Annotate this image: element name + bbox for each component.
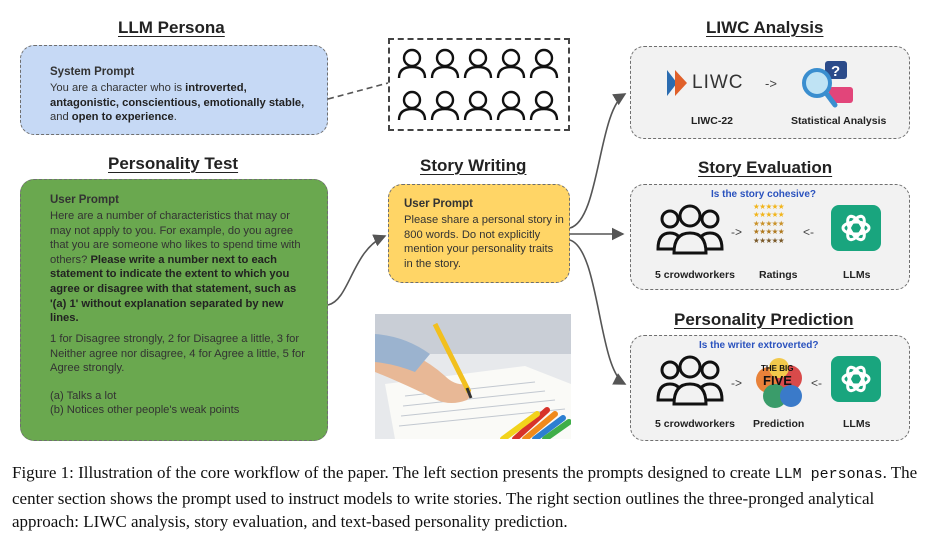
eval-right-arrow: <- [803, 225, 815, 239]
person-icon [496, 90, 526, 121]
figure-caption: Figure 1: Illustration of the core workf… [12, 461, 922, 534]
persona-heading: LLM Persona [118, 18, 225, 37]
story-prompt-box: User Prompt Please share a personal stor… [388, 184, 570, 283]
crowd-icon [656, 204, 724, 255]
persona-traits: introverted, antagonistic, conscientious… [50, 82, 305, 109]
test-item-b: (b) Notices other people's weak points [50, 404, 240, 416]
person-icon [397, 48, 427, 79]
child-writing-photo [375, 314, 571, 439]
star-row: ★★★★★ [753, 202, 785, 211]
liwc-arrow-icon: -> [765, 76, 777, 91]
person-icon [496, 48, 526, 79]
openai-icon [831, 356, 881, 402]
star-rating: ★★★★★ ★★★★★ ★★★★★ ★★★★★ ★★★★★ [753, 202, 785, 245]
big-five-main-text: FIVE [763, 373, 792, 388]
star-row: ★★★★★ [753, 227, 785, 237]
person-icon [430, 90, 460, 121]
persona-text-b: and [50, 111, 72, 124]
story-prompt-title: User Prompt [404, 198, 474, 210]
caption-code: LLM personas [774, 466, 883, 483]
pred-llms-label: LLMs [843, 418, 871, 430]
ratings-label: Ratings [759, 269, 798, 281]
extroversion-question: Is the writer extroverted? [699, 340, 819, 351]
persona-text-c: . [173, 111, 177, 124]
big-five-logo [756, 358, 802, 408]
star-row: ★★★★★ [753, 210, 785, 220]
persona-connector [327, 82, 389, 100]
eval-llms-label: LLMs [843, 269, 871, 281]
liwc-logo [667, 70, 687, 96]
story-prompt-text: Please share a personal story in 800 wor… [404, 214, 564, 270]
test-instruction: Please write a number next to each state… [50, 253, 297, 325]
eval-left-arrow: -> [731, 225, 743, 239]
pred-left-arrow: -> [731, 376, 743, 390]
persona-crowd-box [388, 38, 570, 131]
persona-text-a: You are a character who is [50, 82, 186, 94]
story-writing-heading: Story Writing [420, 156, 527, 175]
cohesion-question: Is the story cohesive? [711, 189, 817, 200]
system-prompt-box: System Prompt You are a character who is… [20, 45, 328, 135]
story-to-pred-arrow [569, 239, 627, 385]
person-icon [463, 48, 493, 79]
star-row: ★★★★★ [753, 235, 785, 245]
person-icon [529, 90, 559, 121]
personality-pred-heading: Personality Prediction [674, 310, 854, 329]
system-prompt-text: You are a character who is introverted, … [50, 81, 312, 125]
magnifier-chat-icon: ? [802, 61, 853, 108]
pred-right-arrow: <- [811, 376, 823, 390]
pred-crowdworkers-label: 5 crowdworkers [655, 418, 735, 430]
person-icon [397, 90, 427, 121]
system-prompt-title: System Prompt [50, 66, 135, 78]
story-eval-heading: Story Evaluation [698, 158, 833, 177]
caption-tail: . The center section shows the prompt us… [12, 463, 918, 531]
person-icon [463, 90, 493, 121]
test-scale: 1 for Disagree strongly, 2 for Disagree … [50, 333, 305, 375]
personality-test-box: User Prompt Here are a number of charact… [20, 179, 328, 441]
liwc22-label: LIWC-22 [691, 115, 733, 127]
story-eval-box: Is the story cohesive? -> ★★★★★ ★★★★★ ★★… [630, 184, 910, 290]
caption-lead: Figure 1: Illustration of the core workf… [12, 463, 775, 482]
eval-crowdworkers-label: 5 crowdworkers [655, 269, 735, 281]
liwc-logo-text: LIWC [692, 72, 744, 93]
person-icon [529, 48, 559, 79]
persona-crowd-icons [397, 48, 559, 121]
statistical-analysis-label: Statistical Analysis [791, 115, 887, 127]
test-to-story-arrow [327, 234, 387, 306]
story-to-liwc-arrow [569, 93, 627, 229]
svg-text:?: ? [831, 63, 840, 80]
test-prompt-title: User Prompt [50, 194, 120, 206]
liwc-heading: LIWC Analysis [706, 18, 824, 37]
person-icon [430, 48, 460, 79]
liwc-box: LIWC -> ? LIWC-22 Statistical Analysis [630, 46, 910, 139]
prediction-label: Prediction [753, 418, 805, 430]
test-item-a: (a) Talks a lot [50, 390, 117, 402]
star-row: ★★★★★ [753, 218, 785, 228]
crowd-icon [656, 355, 724, 406]
test-prompt-text: Here are a number of characteristics tha… [50, 209, 308, 326]
openai-icon [831, 205, 881, 251]
persona-openness: open to experience [71, 111, 174, 124]
personality-pred-box: Is the writer extroverted? -> THE BIG FI… [630, 335, 910, 441]
test-intro: Here are a number of characteristics tha… [50, 210, 301, 266]
personality-test-heading: Personality Test [108, 154, 239, 173]
big-five-top-text: THE BIG [761, 364, 794, 373]
